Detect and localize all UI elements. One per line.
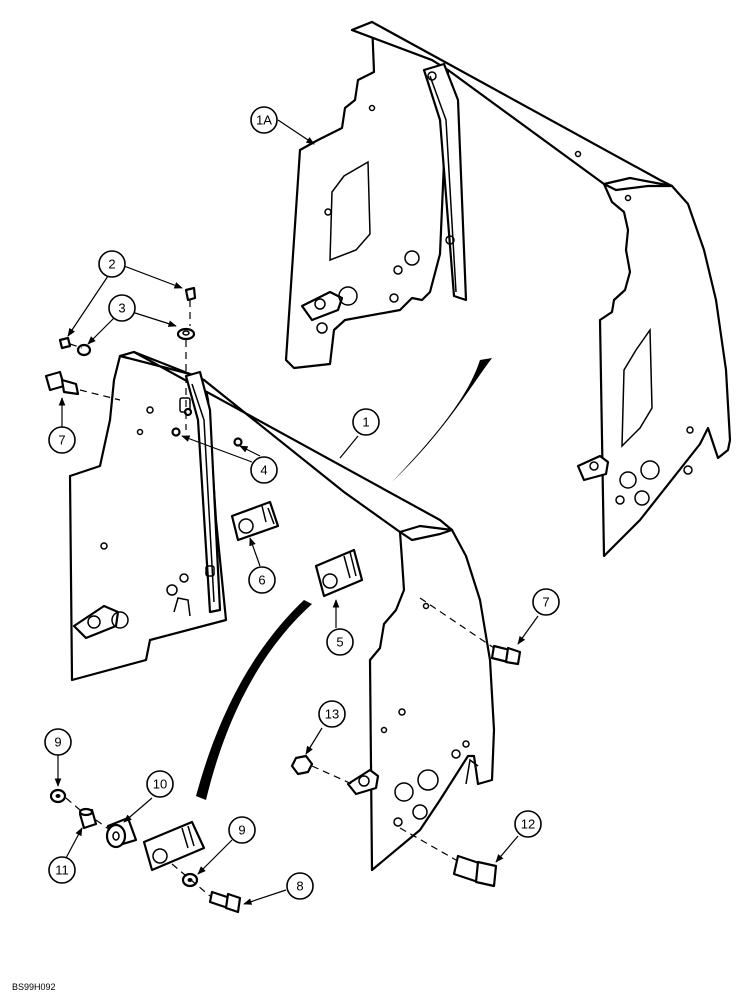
bolt-12 bbox=[452, 854, 498, 888]
callout-4: 4 bbox=[250, 456, 278, 484]
nut-13 bbox=[290, 754, 314, 776]
leader-lines bbox=[54, 119, 539, 905]
plate-5 bbox=[314, 548, 364, 598]
callout-1a-label: 1A bbox=[256, 113, 272, 128]
swoosh-lower bbox=[196, 600, 312, 800]
callout-5-label: 5 bbox=[336, 635, 343, 650]
callout-10: 10 bbox=[146, 770, 174, 798]
bushing-11 bbox=[78, 807, 98, 830]
callout-1: 1 bbox=[352, 408, 380, 436]
bolt-8 bbox=[208, 890, 242, 914]
bolt-7-left bbox=[44, 370, 80, 396]
frame-panel-1 bbox=[68, 350, 496, 872]
callout-3-label: 3 bbox=[118, 301, 125, 316]
callout-9-right: 9 bbox=[228, 816, 256, 844]
callout-1-label: 1 bbox=[362, 415, 369, 430]
plate-6 bbox=[230, 500, 280, 542]
callout-6: 6 bbox=[248, 566, 276, 594]
bolt-7-right bbox=[490, 644, 522, 666]
callout-13: 13 bbox=[318, 700, 346, 728]
callout-2-label: 2 bbox=[108, 257, 115, 272]
callout-9-left: 9 bbox=[44, 728, 72, 756]
frame-panel-1a bbox=[284, 20, 732, 558]
assembly-lines bbox=[65, 300, 495, 897]
mount-10 bbox=[105, 816, 138, 849]
callout-7-right: 7 bbox=[532, 588, 560, 616]
callout-9-right-label: 9 bbox=[238, 823, 245, 838]
washer-9 bbox=[49, 788, 199, 888]
callout-7-left-label: 7 bbox=[58, 433, 65, 448]
nut-4 bbox=[171, 407, 243, 447]
callout-12: 12 bbox=[514, 810, 542, 838]
swoosh-upper bbox=[392, 358, 492, 482]
callout-11: 11 bbox=[48, 856, 76, 884]
washer-3 bbox=[76, 327, 196, 357]
callout-7-right-label: 7 bbox=[542, 595, 549, 610]
callout-8: 8 bbox=[286, 872, 314, 900]
callout-9-left-label: 9 bbox=[54, 735, 61, 750]
callout-4-label: 4 bbox=[260, 463, 267, 478]
screw-2 bbox=[58, 286, 197, 350]
callout-1a: 1A bbox=[250, 106, 278, 134]
drawing-code: BS99H092 bbox=[12, 982, 56, 992]
callout-13-label: 13 bbox=[325, 707, 339, 722]
callout-12-label: 12 bbox=[521, 817, 535, 832]
callout-2: 2 bbox=[98, 250, 126, 278]
callout-6-label: 6 bbox=[258, 573, 265, 588]
callout-5: 5 bbox=[326, 628, 354, 656]
callout-11-label: 11 bbox=[55, 863, 69, 878]
callout-8-label: 8 bbox=[296, 879, 303, 894]
callout-10-label: 10 bbox=[153, 777, 167, 792]
callout-3: 3 bbox=[108, 294, 136, 322]
callout-7-left: 7 bbox=[48, 426, 76, 454]
plate-bottom bbox=[142, 820, 206, 872]
